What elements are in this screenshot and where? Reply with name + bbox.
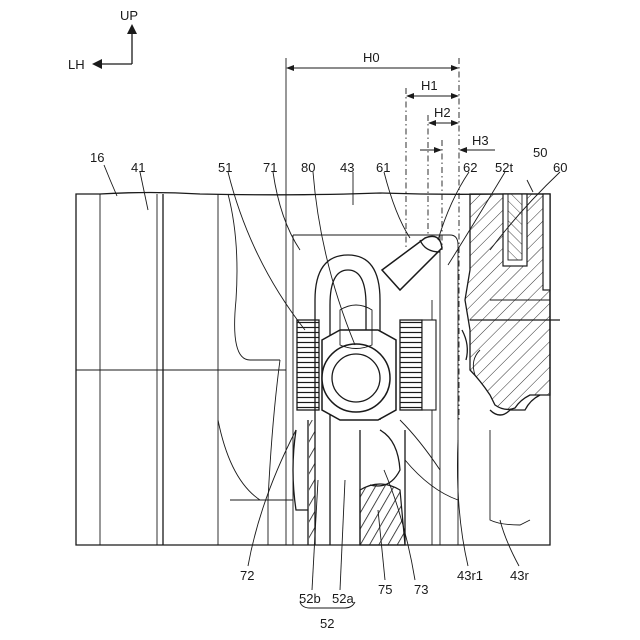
clip-62 (382, 236, 442, 290)
h2-label: H2 (434, 105, 451, 120)
up-arrow-head (127, 24, 137, 34)
label-52t: 52t (495, 160, 513, 175)
knurl-left (297, 320, 319, 410)
lh-label: LH (68, 57, 85, 72)
label-43r: 43r (510, 568, 529, 583)
label-52: 52 (320, 616, 334, 631)
hatched-region-75 (360, 484, 405, 545)
label-61: 61 (376, 160, 390, 175)
part-60 (465, 194, 560, 525)
label-80: 80 (301, 160, 315, 175)
bolt-80 (322, 305, 396, 420)
left-arrow-head (92, 59, 102, 69)
h0-label: H0 (363, 50, 380, 65)
label-62: 62 (463, 160, 477, 175)
bolt-shaft (332, 354, 380, 402)
part-73-outline (370, 430, 400, 486)
label-52b: 52b (299, 591, 321, 606)
h1-label: H1 (421, 78, 438, 93)
label-41: 41 (131, 160, 145, 175)
label-43: 43 (340, 160, 354, 175)
part-75 (360, 484, 405, 545)
clip-tab (382, 236, 442, 290)
label-52a: 52a (332, 591, 354, 606)
part-72-outline (293, 430, 308, 510)
label-16: 16 (90, 150, 104, 165)
h3-label: H3 (472, 133, 489, 148)
label-50: 50 (533, 145, 547, 160)
label-75: 75 (378, 582, 392, 597)
label-73: 73 (414, 582, 428, 597)
knurl-right (400, 320, 422, 410)
label-72: 72 (240, 568, 254, 583)
up-label: UP (120, 8, 138, 23)
label-60: 60 (553, 160, 567, 175)
label-43r1: 43r1 (457, 568, 483, 583)
orientation-indicator: UP LH (68, 8, 138, 72)
label-71: 71 (263, 160, 277, 175)
label-51: 51 (218, 160, 232, 175)
